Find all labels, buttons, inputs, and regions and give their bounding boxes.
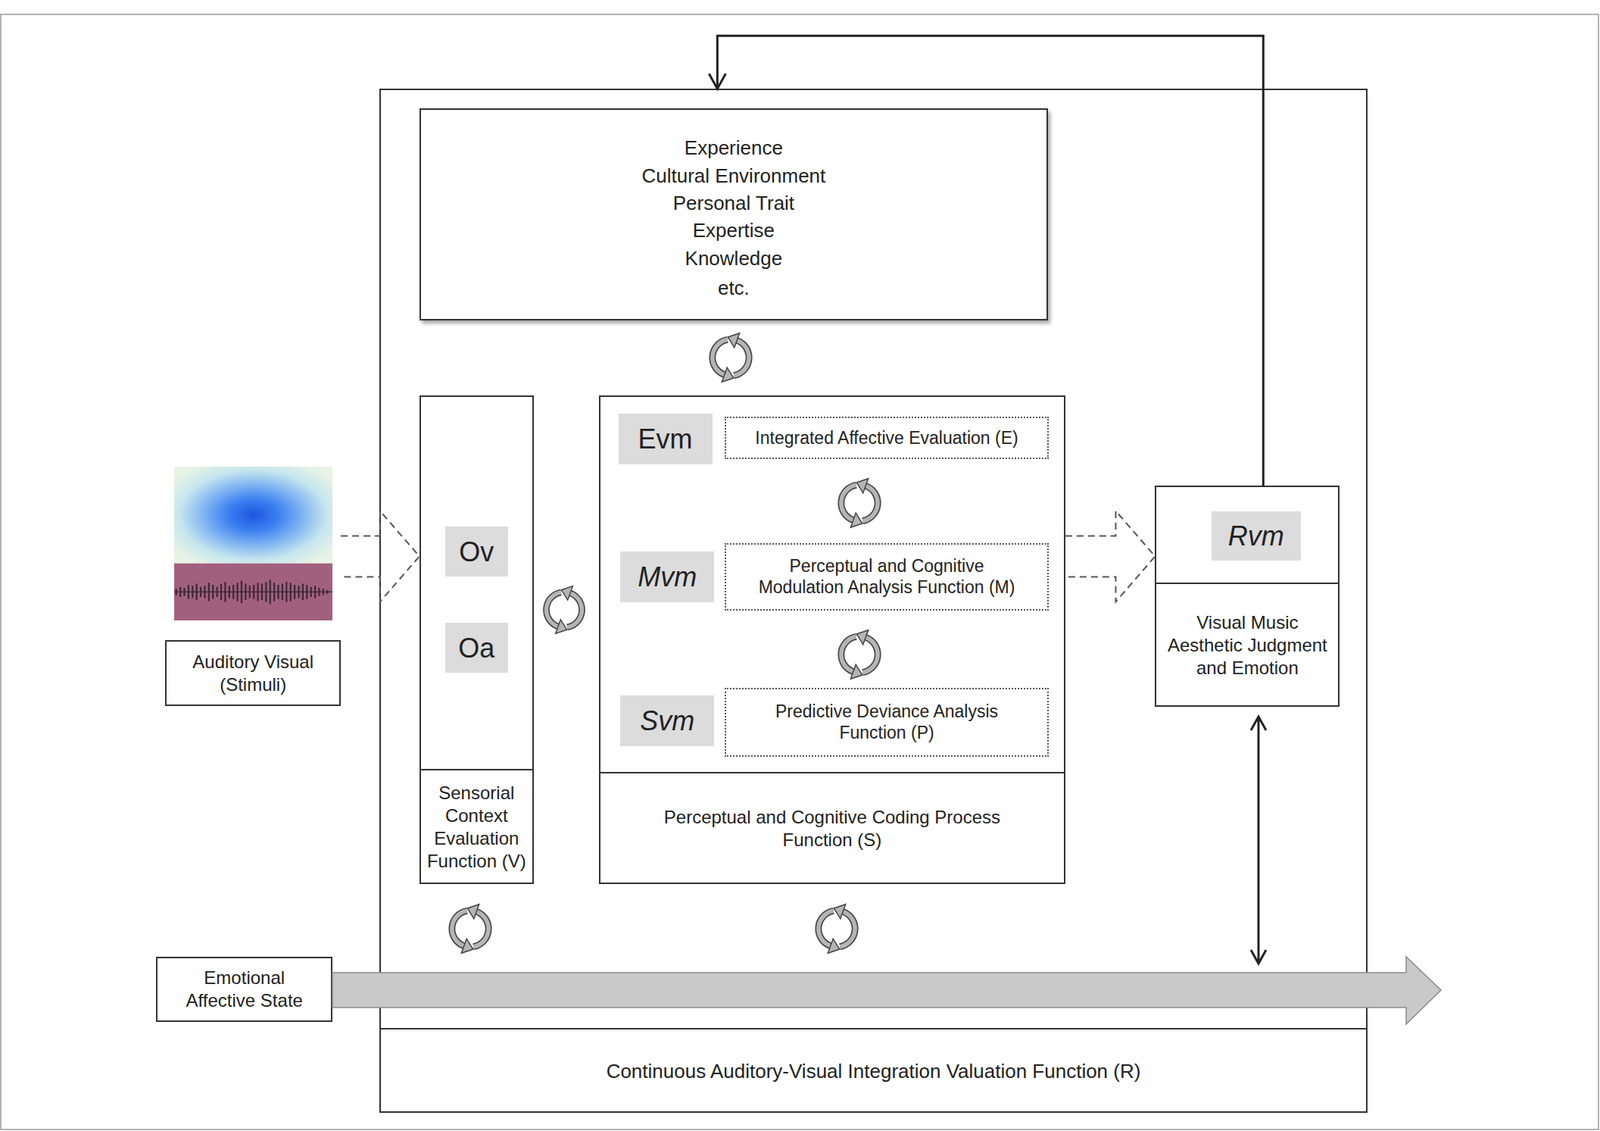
connector: [708, 35, 1264, 486]
double-arrow: [1250, 716, 1267, 964]
text-area: Personal Trait: [419, 188, 1048, 218]
function-box: Predictive Deviance Analysis Function (P…: [724, 687, 1050, 756]
stimulus-box: Auditory Visual (Stimuli): [165, 466, 341, 707]
label-text: Personal Trait: [673, 190, 795, 216]
label-text: Emotional Affective State: [171, 966, 318, 1012]
label-text: etc.: [717, 275, 750, 301]
valuation-frame: Continuous Auditory-Visual Integration V…: [379, 88, 1367, 1113]
text-area: Cultural Environment: [419, 161, 1048, 191]
label-text: Perceptual and Cognitive Coding Process …: [659, 805, 1005, 852]
arrow-shape: [717, 35, 1264, 486]
stimulus-image: [174, 466, 333, 621]
symbol-box: Ov: [445, 526, 509, 577]
text-area: Emotional Affective State: [155, 956, 333, 1022]
cycle-icon: [545, 586, 582, 634]
symbol-label: Oa: [458, 630, 495, 665]
text-area: Continuous Auditory-Visual Integration V…: [379, 1027, 1367, 1113]
affective-state-arrow: [332, 956, 1441, 1024]
text-area: Rvm: [1211, 511, 1302, 561]
symbol-label: Rvm: [1228, 518, 1285, 553]
judgment-box: Visual Music Aesthetic Judgment and Emot…: [1154, 485, 1340, 706]
process-box: Perceptual and Cognitive Coding Process …: [598, 395, 1066, 884]
symbol-label: Evm: [638, 421, 693, 456]
label-text: Visual Music Aesthetic Judgment and Emot…: [1160, 611, 1334, 680]
label-text: Continuous Auditory-Visual Integration V…: [606, 1058, 1142, 1084]
text-area: Knowledge: [419, 243, 1048, 273]
symbol-label: Ov: [458, 534, 494, 569]
connector: [1065, 510, 1156, 602]
text-area: Visual Music Aesthetic Judgment and Emot…: [1154, 582, 1340, 706]
text-area: Perceptual and Cognitive Coding Process …: [598, 771, 1066, 884]
symbol-label: Mvm: [637, 559, 697, 594]
function-box: Integrated Affective Evaluation (E): [724, 416, 1050, 460]
label-text: Experience: [684, 135, 783, 161]
text-area: Integrated Affective Evaluation (E): [724, 416, 1050, 460]
connector: [340, 510, 420, 602]
cycle-icon: [818, 904, 855, 953]
page-frame: [0, 14, 1599, 1130]
function-box: Perceptual and Cognitive Modulation Anal…: [724, 542, 1050, 611]
symbol-box: Evm: [618, 413, 713, 465]
text-area: Sensorial Context Evaluation Function (V…: [419, 768, 534, 884]
symbol-label: Svm: [639, 703, 695, 738]
waveform: [176, 579, 328, 604]
label-text: Sensorial Context Evaluation Function (V…: [422, 781, 531, 873]
cycle-icon: [452, 904, 489, 953]
symbol-box: Svm: [620, 695, 715, 746]
evaluation-box: Sensorial Context Evaluation Function (V…: [419, 395, 534, 884]
label-text: Perceptual and Cognitive Modulation Anal…: [747, 555, 1027, 599]
text-area: Oa: [445, 622, 509, 673]
text-area: etc.: [419, 273, 1048, 303]
state-box: Emotional Affective State: [155, 956, 333, 1022]
waveform-axis: [174, 591, 333, 593]
label-text: Integrated Affective Evaluation (E): [754, 427, 1018, 450]
label-text: Cultural Environment: [642, 163, 827, 189]
visual-stimulus: [174, 466, 333, 564]
symbol-box: Mvm: [620, 551, 715, 602]
text-area: Expertise: [419, 216, 1048, 246]
arrow-head: [708, 73, 726, 89]
label-text: Knowledge: [685, 246, 783, 272]
audio-stimulus: [174, 563, 333, 621]
label-text: Expertise: [692, 218, 775, 244]
symbol-box: Rvm: [1211, 511, 1302, 561]
arrow-shape: [1065, 510, 1156, 602]
cycle-icon: [841, 478, 878, 528]
cycle-icon: [841, 630, 878, 679]
label-text: Predictive Deviance Analysis Function (P…: [747, 700, 1027, 745]
symbol-box: Oa: [445, 622, 509, 673]
text-area: Perceptual and Cognitive Modulation Anal…: [724, 542, 1050, 611]
text-area: Predictive Deviance Analysis Function (P…: [724, 687, 1050, 756]
text-area: Mvm: [620, 551, 715, 602]
text-area: Svm: [620, 695, 715, 746]
label-text: Auditory Visual (Stimuli): [172, 650, 334, 696]
text-area: Ov: [445, 526, 509, 577]
cycle-icon: [712, 333, 749, 382]
text-area: Evm: [618, 413, 713, 465]
context-box: ExperienceCultural EnvironmentPersonal T…: [419, 108, 1048, 321]
text-area: Experience: [419, 134, 1048, 163]
arrow-shape: [340, 510, 420, 602]
text-area: Auditory Visual (Stimuli): [165, 639, 341, 707]
